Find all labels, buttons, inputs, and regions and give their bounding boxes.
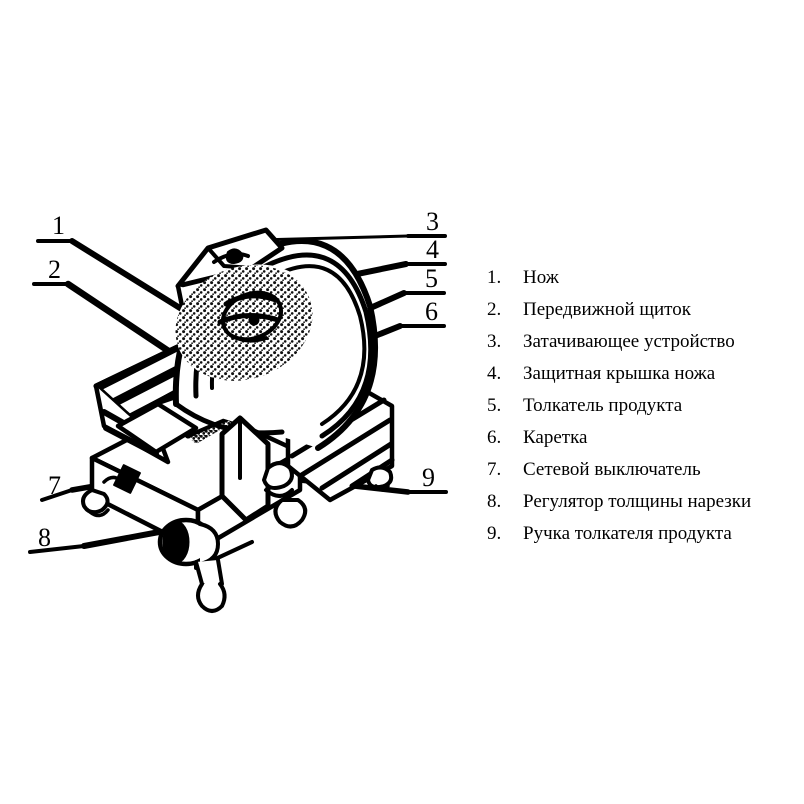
legend-number: 6. [487, 427, 502, 448]
center-column [219, 415, 271, 523]
legend-item: 1. Нож [487, 262, 802, 294]
callout-3: 3 [426, 207, 439, 236]
legend-number: 8. [487, 491, 502, 512]
movable-shield [115, 401, 199, 455]
pusher-handle [262, 461, 308, 529]
thickness-knob [157, 517, 224, 591]
legend-item: 9. Ручка толкателя продукта [487, 518, 802, 550]
legend-number: 1. [487, 267, 502, 288]
legend-item: 8. Регулятор толщины нарезки [487, 486, 802, 518]
legend-item: 4. Защитная крышка ножа [487, 358, 802, 390]
legend-item: 3. Затачивающее устройство [487, 326, 802, 358]
legend-item: 2. Передвижной щиток [487, 294, 802, 326]
legend-number: 9. [487, 523, 502, 544]
callout-1: 1 [52, 211, 65, 240]
callout-numbers: 1 2 3 4 5 6 7 8 9 [38, 207, 439, 552]
legend-item: 6. Каретка [487, 422, 802, 454]
legend-number: 4. [487, 363, 502, 384]
legend-label: Затачивающее устройство [523, 331, 735, 352]
legend-item: 7. Сетевой выключатель [487, 454, 802, 486]
callout-4: 4 [426, 235, 439, 264]
legend-label: Регулятор толщины нарезки [523, 491, 752, 512]
legend-number: 7. [487, 459, 502, 480]
legend-label: Нож [523, 267, 559, 288]
legend-label: Защитная крышка ножа [523, 363, 716, 384]
callout-6: 6 [425, 297, 438, 326]
legend-label: Передвижной щиток [523, 299, 691, 320]
power-switch [81, 464, 141, 518]
slicer-drawing: 1 2 3 4 5 6 7 8 9 [28, 207, 448, 613]
legend-number: 5. [487, 395, 502, 416]
callout-9: 9 [422, 463, 435, 492]
callout-7: 7 [48, 471, 61, 500]
callout-5: 5 [425, 264, 438, 293]
legend-label: Ручка толкателя продукта [523, 523, 732, 544]
legend-number: 3. [487, 331, 502, 352]
callout-2: 2 [48, 255, 61, 284]
legend-number: 2. [487, 299, 502, 320]
legend-item: 5. Толкатель продукта [487, 390, 802, 422]
slicer-diagram: 1 2 3 4 5 6 7 8 9 [0, 190, 480, 620]
front-foot [196, 582, 227, 613]
legend-label: Каретка [523, 427, 588, 448]
legend-label: Сетевой выключатель [523, 459, 701, 480]
parts-legend: 1. Нож 2. Передвижной щиток 3. Затачиваю… [487, 262, 802, 550]
legend-label: Толкатель продукта [523, 395, 683, 416]
callout-8: 8 [38, 523, 51, 552]
